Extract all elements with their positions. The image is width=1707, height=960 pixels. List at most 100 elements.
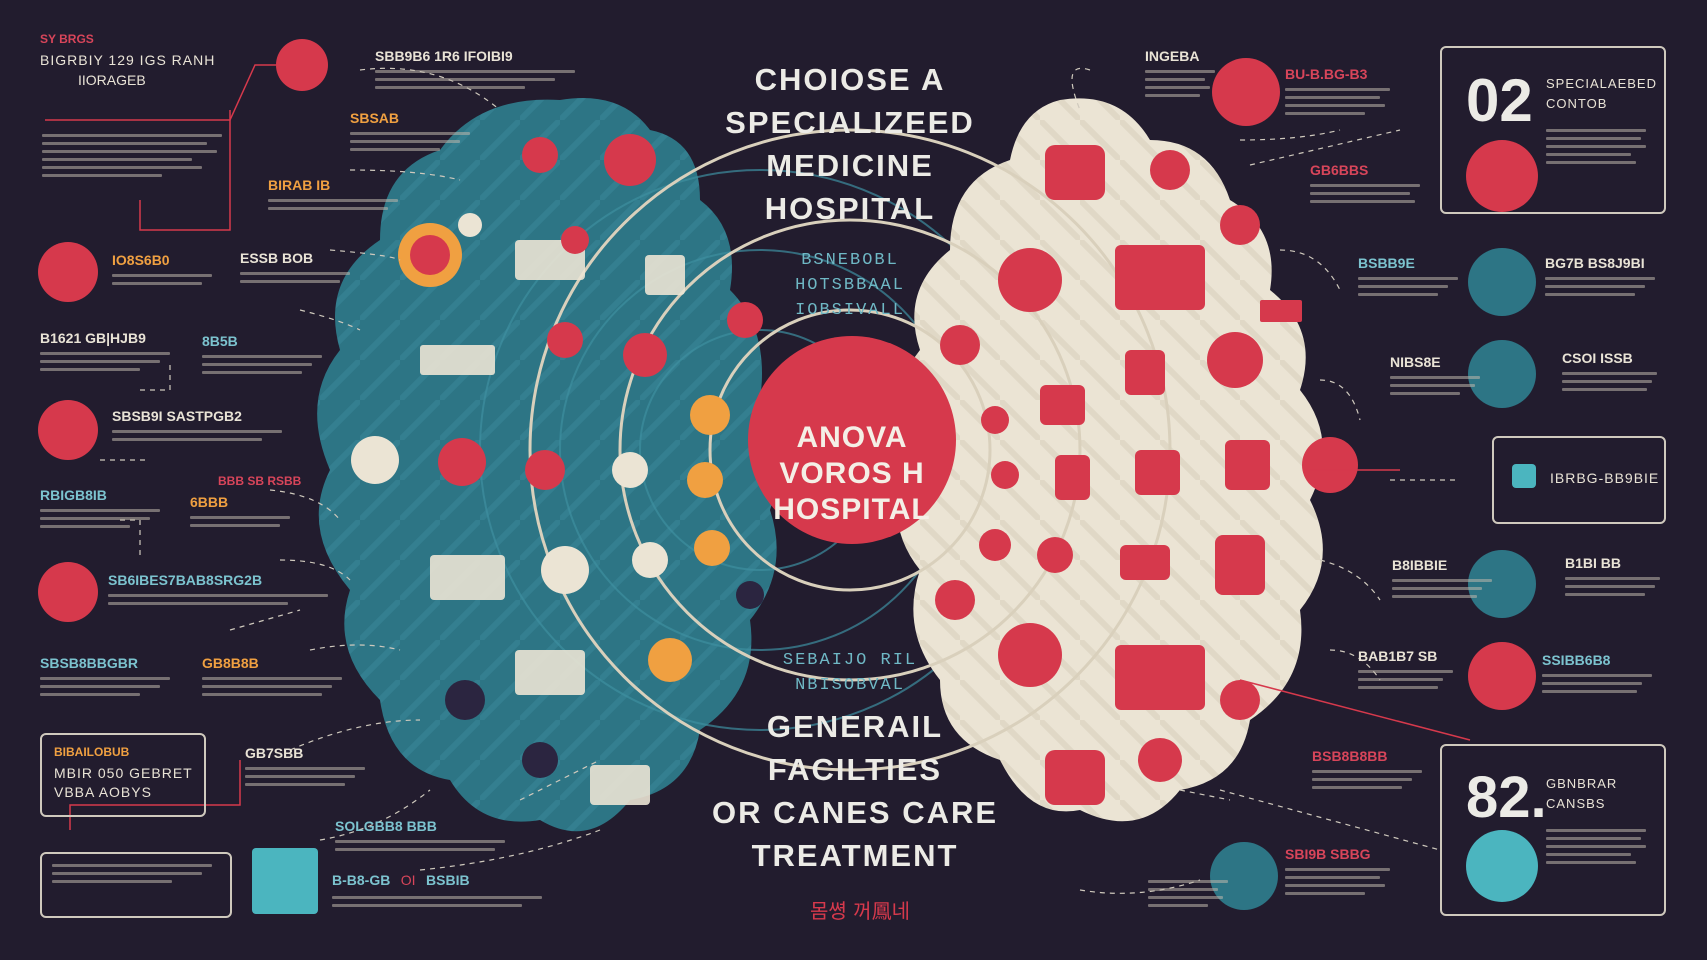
- right-top-box: 02 SPECIALAEBED CONTOB: [1440, 46, 1666, 214]
- right-mid-box-icon: [1512, 464, 1536, 488]
- right-block-i-label: B1BI BB: [1565, 555, 1622, 571]
- left-block-i-label: RBIGB8IB: [40, 487, 107, 503]
- left-block-h-label: BBB SB RSBB: [218, 474, 302, 488]
- left-block-a-label: SBSAB: [350, 110, 400, 126]
- right-block-e: BG7B BS8J9BI: [1545, 255, 1665, 301]
- left-block-top-text: [375, 70, 590, 89]
- right-connectors: [1239, 469, 1471, 741]
- left-block-o-label: B-B8-GB: [332, 872, 391, 888]
- right-block-b: BU-B.BG-B3: [1285, 66, 1400, 120]
- title-subtitle-line-3: IOBSIVALL: [795, 301, 905, 320]
- title-subtitle-line-1: BSNEBOBL: [801, 251, 899, 270]
- left-block-o-mid: OI: [400, 872, 416, 888]
- left-block-h: BBB SB RSBB 6BBB: [190, 474, 308, 532]
- left-info-box-title: BIBAILOBUB: [54, 745, 130, 759]
- left-connectors: [45, 64, 276, 830]
- right-block-c: GB6BBS: [1310, 162, 1430, 208]
- right-block-b-text: [1285, 88, 1400, 115]
- left-para-1-text: [42, 134, 232, 177]
- right-block-c-text: [1310, 184, 1430, 203]
- left-block-k: SBSB8BBGBR: [40, 655, 180, 701]
- right-bottom-box-line-1: GBNBRAR: [1546, 776, 1618, 791]
- left-block-e-text: [40, 352, 180, 371]
- right-block-l-text: [1312, 770, 1432, 789]
- left-bottom-box-text: [52, 864, 220, 883]
- right-block-i-text: [1565, 577, 1665, 596]
- right-block-k: SSIBB6B8: [1542, 652, 1662, 698]
- left-info-box: BIBAILOBUB MBIR 050 GEBRET VBBA AOBYS: [40, 733, 206, 817]
- right-block-l-label: BSB8B8BB: [1312, 748, 1388, 764]
- right-block-j-label: BAB1B7 SB: [1358, 648, 1438, 664]
- left-info-box-line-1: MBIR 050 GEBRET: [54, 765, 193, 781]
- left-block-n: SOLGBB8 BBB: [335, 818, 535, 856]
- right-block-g: CSOI ISSB: [1562, 350, 1667, 396]
- right-block-a: INGEBA: [1145, 48, 1225, 102]
- left-block-a-text: [350, 132, 480, 151]
- right-top-box-text: [1546, 124, 1646, 169]
- right-block-g-text: [1562, 372, 1667, 391]
- corner-heading-c: IIORAGEB: [78, 72, 146, 88]
- left-block-n-label: SOLGBB8 BBB: [335, 818, 437, 834]
- left-block-g: SBSB9I SASTPGB2: [112, 408, 292, 446]
- title-subtitle: BSNEBOBL HOTSBBAAL IOBSIVALL: [740, 248, 960, 323]
- left-bottom-box: [40, 852, 232, 918]
- left-block-c-label: IO8S6B0: [112, 252, 170, 268]
- left-block-d-text: [240, 272, 360, 283]
- main-title-line-4: HOSPITAL: [764, 191, 936, 226]
- left-block-top-label: SBB9B6 1R6 IFOIBI9: [375, 48, 513, 64]
- corner-heading: SY BRGS BIGRBIY 129 IGS RANH IIORAGEB: [40, 32, 240, 88]
- left-side-icons: [38, 39, 328, 914]
- left-block-j-text: [108, 594, 348, 605]
- right-block-n: [1148, 874, 1238, 912]
- right-block-j: BAB1B7 SB: [1358, 648, 1458, 694]
- left-block-a: SBSAB: [350, 110, 480, 156]
- left-block-j: SB6IBES7BAB8SRG2B: [108, 572, 348, 610]
- left-block-b: BIRAB IB: [268, 177, 408, 215]
- left-block-k-label: SBSB8BBGBR: [40, 655, 139, 671]
- right-block-m-label: SBI9B SBBG: [1285, 846, 1371, 862]
- footer-text: 몸쎵 꺼鳳네: [810, 899, 910, 923]
- title-subtitle-line-2: HOTSBBAAL: [795, 276, 905, 295]
- right-block-c-label: GB6BBS: [1310, 162, 1369, 178]
- corner-heading-a: SY BRGS: [40, 32, 94, 46]
- right-block-d-text: [1358, 277, 1468, 296]
- right-block-k-text: [1542, 674, 1662, 693]
- main-title-line-1: CHOIOSE A: [754, 62, 946, 97]
- right-block-b-label: BU-B.BG-B3: [1285, 66, 1368, 82]
- right-block-m-text: [1285, 868, 1395, 895]
- right-mid-box: IBRBG-BB9BIE: [1492, 436, 1666, 524]
- left-block-f-text: [202, 355, 332, 374]
- lower-subtitle: SEBAIJO RIL NBISOBVAL: [740, 648, 960, 698]
- left-block-f-label: 8B5B: [202, 333, 238, 349]
- left-block-i: RBIGB8IB: [40, 487, 170, 533]
- lower-title-line-3: OR CANES CARE: [711, 795, 999, 830]
- right-bottom-box-number: 82.: [1466, 765, 1547, 830]
- right-block-d-label: BSBB9E: [1358, 255, 1415, 271]
- right-block-i: B1BI BB: [1565, 555, 1665, 601]
- left-info-box-line-2: VBBA AOBYS: [54, 784, 152, 800]
- right-bottom-box-line-2: CANSBS: [1546, 796, 1606, 811]
- main-title: CHOIOSE A SPECIALIZEED MEDICINE HOSPITAL: [700, 58, 1000, 230]
- right-top-box-number: 02: [1466, 67, 1533, 134]
- left-lobe-icons: [351, 134, 764, 805]
- left-block-g-label: SBSB9I SASTPGB2: [112, 408, 242, 424]
- left-block-e: B1621 GB|HJB9: [40, 330, 180, 376]
- right-block-h-text: [1392, 579, 1502, 598]
- left-block-j-label: SB6IBES7BAB8SRG2B: [108, 572, 263, 588]
- right-block-a-label: INGEBA: [1145, 48, 1200, 64]
- right-block-f-label: NIBS8E: [1390, 354, 1441, 370]
- left-block-l-text: [202, 677, 352, 696]
- right-block-j-text: [1358, 670, 1458, 689]
- left-block-top: SBB9B6 1R6 IFOIBI9: [375, 48, 590, 94]
- left-block-o-heading: B-B8-GB OI BSBIB: [332, 872, 562, 890]
- right-block-f: NIBS8E: [1390, 354, 1485, 400]
- left-block-l: GB8B8B: [202, 655, 352, 701]
- lower-title-line-1: GENERAIL: [766, 709, 944, 744]
- center-circle: [748, 336, 956, 544]
- main-title-line-3: MEDICINE: [766, 148, 934, 183]
- left-block-l-label: GB8B8B: [202, 655, 259, 671]
- left-block-h-sub: 6BBB: [190, 494, 229, 510]
- right-block-g-label: CSOI ISSB: [1562, 350, 1633, 366]
- right-side-icons: [1210, 58, 1538, 910]
